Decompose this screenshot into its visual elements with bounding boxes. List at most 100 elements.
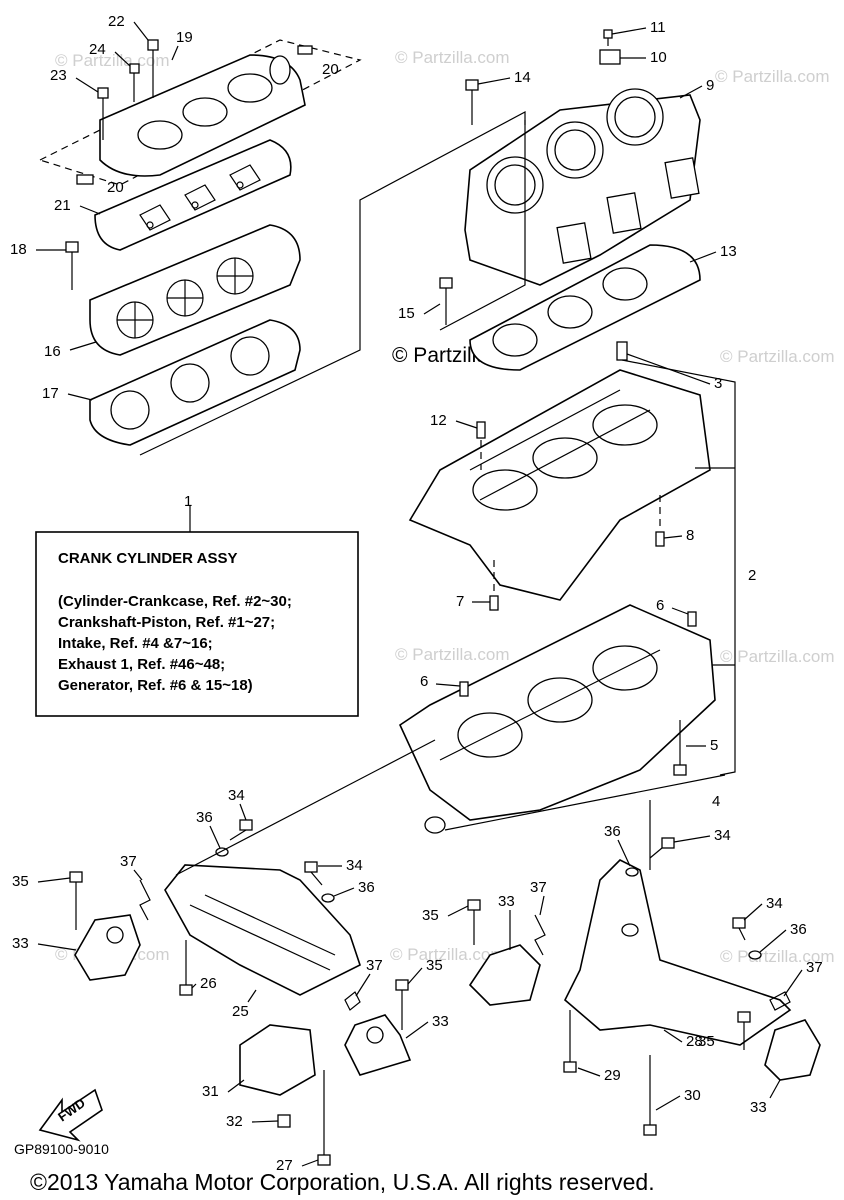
callout-label: 21 [54,197,71,214]
callout-label: 25 [232,1003,249,1020]
callout-label: 19 [176,29,193,46]
bolt-18 [65,241,79,290]
bolt-30 [643,1055,657,1136]
info-box-title: CRANK CYLINDER ASSY [58,550,237,567]
watermark-text: © Partzilla.com [720,947,835,966]
bolt-29 [563,1010,577,1073]
bolt-15 [439,277,453,325]
callout-label: 26 [200,975,217,992]
plate-37-a [139,879,151,921]
callout-label: 33 [12,935,29,952]
rubber-mount-33-b [344,1014,412,1076]
callout-label: 34 [346,857,363,874]
callout-label: 18 [10,241,27,258]
callout-label: 20 [107,179,124,196]
info-box-frame [35,531,359,717]
callout-label: 13 [720,243,737,260]
bolt-35-d [737,1011,751,1050]
callout-label: 10 [650,49,667,66]
bolt-5 [673,720,687,776]
callout-label: 37 [366,957,383,974]
callout-label: 34 [714,827,731,844]
info-box-line: Generator, Ref. #6 & 15~18) [58,677,253,694]
callout-label: 23 [50,67,67,84]
dowel-8 [655,531,665,547]
crankcase-upper [408,369,711,601]
callouts: 22 19 24 20 23 20 21 18 16 17 11 10 14 9… [10,13,823,1174]
dowel-6-right [687,611,697,627]
leader-group-line [439,120,526,331]
head-gasket-upper [94,139,292,251]
right-mount-group [467,800,821,1136]
rubber-mount-33-d [764,1019,821,1081]
info-box: CRANK CYLINDER ASSY (Cylinder-Crankcase,… [35,505,359,717]
callout-label: 1 [184,493,192,510]
info-box-line: Intake, Ref. #4 &7~16; [58,635,213,652]
callout-label: 27 [276,1157,293,1174]
mount-bracket-25 [164,864,361,996]
left-mount-group [69,739,436,1166]
callout-label: 34 [766,895,783,912]
callout-label: 33 [498,893,515,910]
rubber-mount-33-c [468,944,541,1006]
callout-label: 8 [686,527,694,544]
dowel-3 [616,341,628,361]
callout-label: 24 [89,41,106,58]
plate-37-d [769,991,791,1011]
diagram-code: GP89100-9010 [14,1141,109,1157]
callout-label: 22 [108,13,125,30]
bolt-34-b [304,861,323,886]
cylinder-head [89,224,301,356]
callout-label: 37 [806,959,823,976]
callout-label: 15 [398,305,415,322]
dowel-12 [476,421,486,439]
bolt-34-c [649,837,675,859]
washer-36-d [748,950,762,960]
rubber-mount-33-a [74,914,141,981]
copyright-notice: ©2013 Yamaha Motor Corporation, U.S.A. A… [30,1169,655,1195]
callout-label: 28 [686,1033,703,1050]
plug-20-bottom [76,174,94,185]
callout-label: 33 [750,1099,767,1116]
leader-bracket-2 [621,359,736,776]
bolt-22 [147,39,159,98]
bolt-35-c [467,899,481,945]
callout-label: 6 [420,673,428,690]
callout-label: 35 [12,873,29,890]
cylinder-head-group [39,39,526,456]
callout-label: 30 [684,1087,701,1104]
watermark-text: © Partzilla.com [720,347,835,366]
screw-11 [603,29,613,46]
callout-label: 9 [706,77,714,94]
crankcase-lower-group [398,604,726,834]
generator-box-31 [239,1024,316,1096]
callout-label: 36 [790,921,807,938]
oring-4 [424,816,446,834]
callout-label: 36 [196,809,213,826]
callout-label: 32 [226,1113,243,1130]
callout-label: 4 [712,793,720,810]
info-box-line: (Cylinder-Crankcase, Ref. #2~30; [58,593,292,610]
callout-label: 35 [426,957,443,974]
callout-label: 5 [710,737,718,754]
watermark-text: © Partzilla.com [390,945,505,964]
callout-label: 29 [604,1067,621,1084]
bolt-27 [317,1070,331,1166]
bracket-10 [599,49,621,65]
callout-label: 17 [42,385,59,402]
callout-label: 37 [120,853,137,870]
watermark-text: © Partzilla.com [395,48,510,67]
callout-label: 33 [432,1013,449,1030]
callout-label: 35 [422,907,439,924]
bolt-35-b [395,979,409,1030]
washer-36-c [625,867,639,877]
washer-36-b [321,893,335,903]
callout-label: 6 [656,597,664,614]
watermark-text: © Partzilla.com [715,67,830,86]
callout-label: 37 [530,879,547,896]
callout-label: 7 [456,593,464,610]
callout-label: 3 [714,375,722,392]
plate-37-c [534,914,546,956]
fwd-arrow-icon: FWD [38,1088,103,1142]
